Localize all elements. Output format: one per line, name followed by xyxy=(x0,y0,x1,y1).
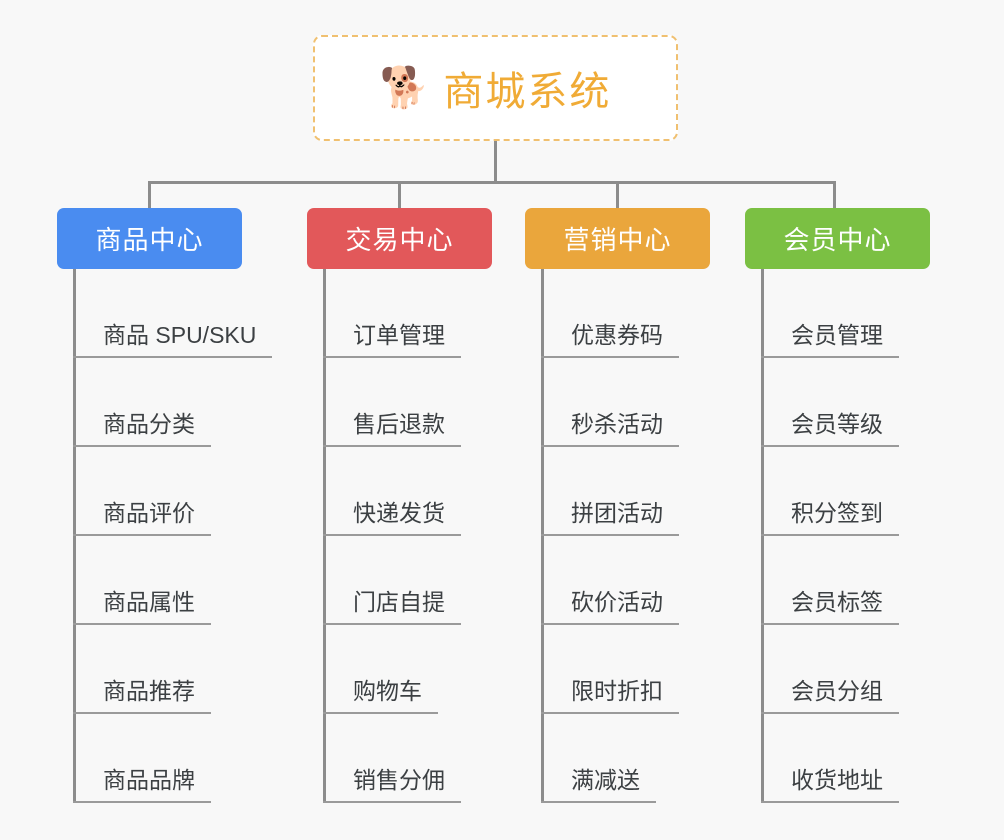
leaf-label: 商品 SPU/SKU xyxy=(73,316,273,358)
leaf-item[interactable]: 商品分类 xyxy=(73,358,211,447)
leaf-label: 商品分类 xyxy=(73,405,211,447)
leaf-item[interactable]: 满减送 xyxy=(541,714,656,803)
connector-drop-member-center xyxy=(833,181,836,209)
leaf-item[interactable]: 会员分组 xyxy=(761,625,899,714)
category-box-product-center[interactable]: 商品中心 xyxy=(57,208,242,269)
leaf-item[interactable]: 订单管理 xyxy=(323,269,461,358)
shiba-dog-face-icon: 🐕 xyxy=(379,66,430,110)
leaf-rail xyxy=(541,269,544,803)
leaf-label: 订单管理 xyxy=(323,316,461,358)
leaf-label: 门店自提 xyxy=(323,583,461,625)
category-label: 商品中心 xyxy=(95,225,204,255)
leaf-label: 满减送 xyxy=(541,761,656,803)
leaf-label: 收货地址 xyxy=(761,761,899,803)
category-label: 交易中心 xyxy=(345,225,454,255)
leaf-label: 限时折扣 xyxy=(541,672,679,714)
leaf-item[interactable]: 商品评价 xyxy=(73,447,211,536)
leaf-rail xyxy=(73,269,76,803)
leaf-label: 优惠券码 xyxy=(541,316,679,358)
category-box-trade-center[interactable]: 交易中心 xyxy=(307,208,492,269)
leaf-item[interactable]: 购物车 xyxy=(323,625,438,714)
leaf-item[interactable]: 快递发货 xyxy=(323,447,461,536)
leaf-label: 快递发货 xyxy=(323,494,461,536)
category-box-member-center[interactable]: 会员中心 xyxy=(745,208,930,269)
leaf-item[interactable]: 秒杀活动 xyxy=(541,358,679,447)
leaf-item[interactable]: 销售分佣 xyxy=(323,714,461,803)
leaf-item[interactable]: 会员标签 xyxy=(761,536,899,625)
leaf-label: 会员等级 xyxy=(761,405,899,447)
root-title: 商城系统 xyxy=(443,70,612,114)
leaf-label: 积分签到 xyxy=(761,494,899,536)
leaf-label: 商品属性 xyxy=(73,583,211,625)
leaf-item[interactable]: 售后退款 xyxy=(323,358,461,447)
leaf-label: 会员标签 xyxy=(761,583,899,625)
leaf-label: 秒杀活动 xyxy=(541,405,679,447)
connector-root-stem xyxy=(494,141,497,183)
connector-drop-product-center xyxy=(148,181,151,209)
leaf-label: 商品推荐 xyxy=(73,672,211,714)
leaf-item[interactable]: 商品属性 xyxy=(73,536,211,625)
leaf-label: 砍价活动 xyxy=(541,583,679,625)
leaf-rail xyxy=(323,269,326,803)
leaf-label: 会员管理 xyxy=(761,316,899,358)
leaf-item[interactable]: 砍价活动 xyxy=(541,536,679,625)
leaf-item[interactable]: 拼团活动 xyxy=(541,447,679,536)
leaf-label: 销售分佣 xyxy=(323,761,461,803)
leaf-item[interactable]: 商品品牌 xyxy=(73,714,211,803)
leaf-label: 拼团活动 xyxy=(541,494,679,536)
connector-drop-trade-center xyxy=(398,181,401,209)
leaf-item[interactable]: 门店自提 xyxy=(323,536,461,625)
leaf-label: 会员分组 xyxy=(761,672,899,714)
leaf-item[interactable]: 会员等级 xyxy=(761,358,899,447)
leaf-item[interactable]: 收货地址 xyxy=(761,714,899,803)
leaf-item[interactable]: 商品 SPU/SKU xyxy=(73,269,273,358)
category-box-marketing-center[interactable]: 营销中心 xyxy=(525,208,710,269)
leaf-label: 购物车 xyxy=(323,672,438,714)
category-label: 会员中心 xyxy=(783,225,892,255)
leaf-label: 商品品牌 xyxy=(73,761,211,803)
root-node[interactable]: 🐕 商城系统 xyxy=(313,35,678,141)
leaf-item[interactable]: 限时折扣 xyxy=(541,625,679,714)
leaf-item[interactable]: 优惠券码 xyxy=(541,269,679,358)
leaf-rail xyxy=(761,269,764,803)
leaf-item[interactable]: 积分签到 xyxy=(761,447,899,536)
leaf-item[interactable]: 商品推荐 xyxy=(73,625,211,714)
connector-drop-marketing-center xyxy=(616,181,619,209)
category-label: 营销中心 xyxy=(563,225,672,255)
leaf-label: 售后退款 xyxy=(323,405,461,447)
connector-trunk-bar xyxy=(148,181,836,184)
leaf-item[interactable]: 会员管理 xyxy=(761,269,899,358)
leaf-label: 商品评价 xyxy=(73,494,211,536)
